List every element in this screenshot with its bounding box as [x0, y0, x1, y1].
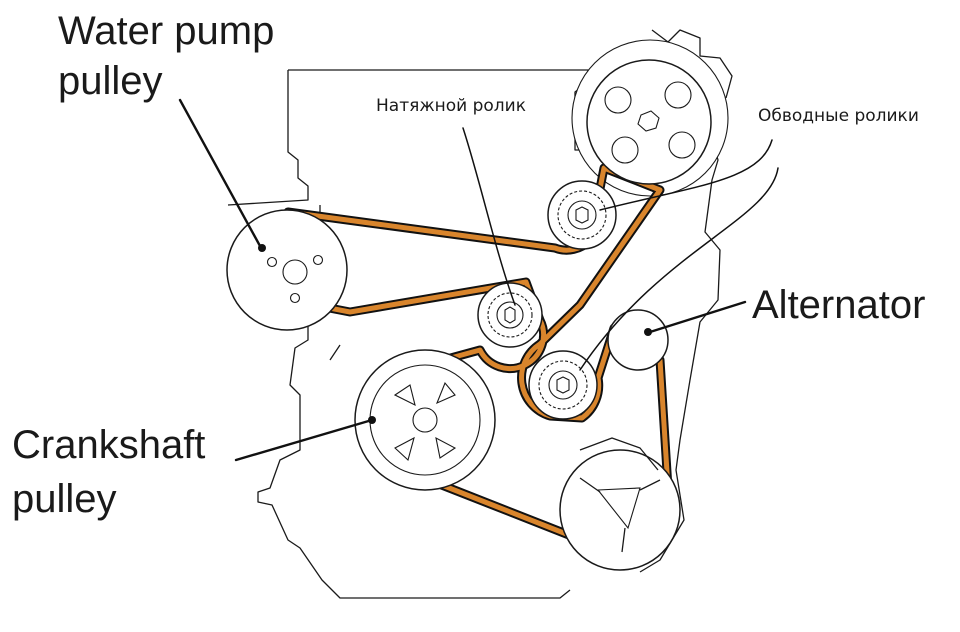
water-pump-leader	[178, 98, 262, 248]
ac-compressor-pulley	[559, 437, 681, 571]
crankshaft-label-line1: Crankshaft	[12, 423, 206, 467]
power-steering-pulley	[586, 59, 712, 185]
idlers-leader-lower	[579, 167, 779, 371]
alternator-center-dot	[644, 328, 652, 336]
crankshaft-label-line2: pulley	[12, 477, 117, 521]
idlers-leader-upper	[599, 139, 773, 211]
water-pump-label-line2: pulley	[58, 59, 163, 103]
alternator-leader	[648, 300, 747, 334]
alternator-label: Alternator	[752, 283, 926, 327]
crankshaft-leader	[234, 418, 374, 462]
water-pump-label-line1: Water pump	[58, 9, 275, 53]
water-pump-pulley	[226, 209, 348, 331]
tensioner-label: Натяжной ролик	[376, 96, 526, 116]
crankshaft-pulley	[354, 349, 496, 491]
upper-idler-roller	[547, 180, 617, 250]
tensioner-roller	[477, 282, 543, 348]
alternator-pulley	[607, 309, 669, 371]
lower-idler-roller	[528, 350, 598, 420]
engine-block-right-outline	[639, 117, 721, 573]
idlers-label: Обводные ролики	[758, 106, 919, 126]
tensioner-leader	[462, 127, 516, 306]
